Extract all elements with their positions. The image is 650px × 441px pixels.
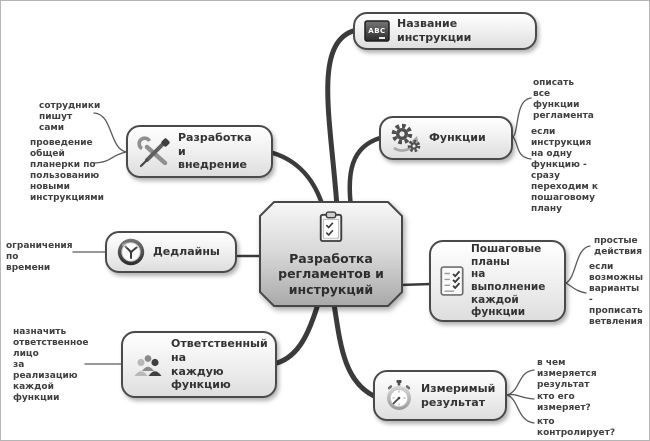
checklist-icon bbox=[440, 266, 464, 296]
node-deadlines[interactable]: Дедлайны bbox=[105, 231, 237, 273]
node-central-topic[interactable]: Разработка регламентов и инструкций bbox=[259, 201, 403, 307]
abc-board-icon: ABC bbox=[364, 20, 390, 42]
note-meeting[interactable]: проведение общей планерки по пользованию… bbox=[30, 138, 104, 203]
note-link-measured-in bbox=[506, 369, 535, 396]
note-who-controls[interactable]: кто контролирует? bbox=[537, 417, 616, 438]
branch-responsible bbox=[274, 301, 321, 366]
note-link-who-measures bbox=[506, 393, 535, 400]
node-functions[interactable]: Функции bbox=[379, 116, 513, 160]
note-link-simple-actions bbox=[565, 245, 591, 284]
note-link-who-controls bbox=[506, 394, 535, 424]
note-link-variants bbox=[565, 282, 587, 294]
branch-functions bbox=[347, 135, 383, 210]
note-who-measures[interactable]: кто его измеряет? bbox=[537, 392, 591, 413]
node-label: Функции bbox=[429, 131, 486, 145]
node-plans[interactable]: Пошаговые планы на выполнение каждой фун… bbox=[429, 240, 566, 322]
branch-result bbox=[331, 301, 377, 399]
note-link-single-function bbox=[512, 136, 532, 160]
note-link-describe-all bbox=[512, 97, 532, 138]
central-octagon-shape bbox=[259, 201, 403, 307]
note-single-function[interactable]: если инструкция на одну функцию - сразу … bbox=[531, 127, 599, 214]
node-responsible[interactable]: Ответственный на каждую функцию bbox=[121, 331, 277, 398]
gears-icon bbox=[390, 122, 422, 154]
node-label: Название инструкции bbox=[397, 17, 472, 44]
branch-instruction-name bbox=[325, 28, 356, 210]
node-instruction-name[interactable]: ABC Название инструкции bbox=[353, 12, 537, 50]
node-label: Измеримый результат bbox=[421, 381, 496, 409]
note-employees[interactable]: сотрудники пишут сами bbox=[39, 101, 101, 133]
note-measured-in[interactable]: в чем измеряется результат bbox=[537, 358, 597, 390]
note-time-limit[interactable]: ограничения по времени bbox=[6, 241, 73, 273]
note-describe-all[interactable]: описать все функции регламента bbox=[533, 78, 594, 121]
node-label: Ответственный на каждую функцию bbox=[171, 337, 268, 392]
branch-plans bbox=[398, 282, 433, 287]
clipboard-check-icon bbox=[317, 210, 345, 247]
branch-develop bbox=[270, 150, 326, 210]
note-link-meeting bbox=[93, 151, 127, 164]
stopwatch-icon bbox=[384, 379, 414, 412]
note-link-employees bbox=[93, 112, 127, 153]
tools-icon bbox=[137, 135, 171, 168]
svg-text:ABC: ABC bbox=[368, 27, 385, 35]
note-assign[interactable]: назначить ответственное лицо за реализац… bbox=[13, 327, 89, 403]
note-variants[interactable]: если возможны варианты - прописать ветвл… bbox=[589, 262, 643, 327]
people-icon bbox=[132, 352, 164, 378]
node-develop[interactable]: Разработка и внедрение bbox=[126, 125, 273, 178]
node-label: Пошаговые планы на выполнение каждой фун… bbox=[471, 243, 546, 319]
central-topic-label: Разработка регламентов и инструкций bbox=[278, 250, 384, 297]
node-label: Дедлайны bbox=[153, 245, 220, 259]
node-label: Разработка и внедрение bbox=[178, 130, 252, 172]
clock-icon bbox=[116, 237, 146, 267]
node-result[interactable]: Измеримый результат bbox=[373, 370, 507, 421]
note-simple-actions[interactable]: простые действия bbox=[594, 236, 643, 257]
